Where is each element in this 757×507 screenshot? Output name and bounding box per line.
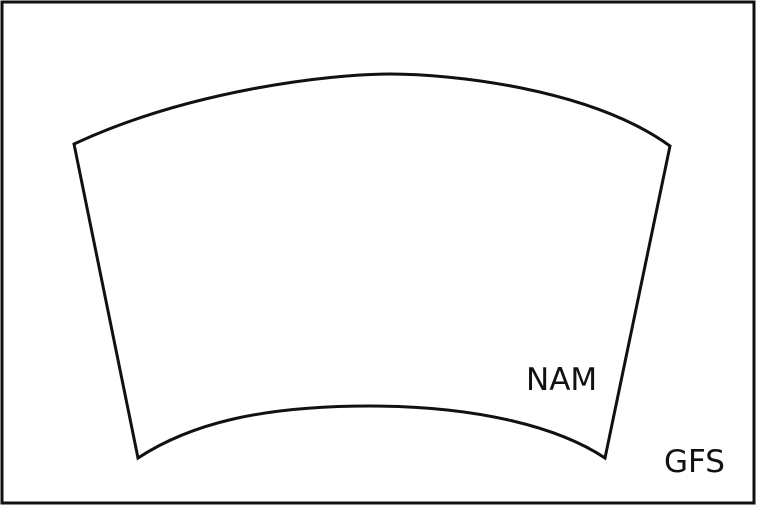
inner-domain-boundary (72, 72, 672, 461)
outer-domain-label: GFS (664, 444, 725, 480)
inner-domain-label: NAM (526, 362, 597, 398)
